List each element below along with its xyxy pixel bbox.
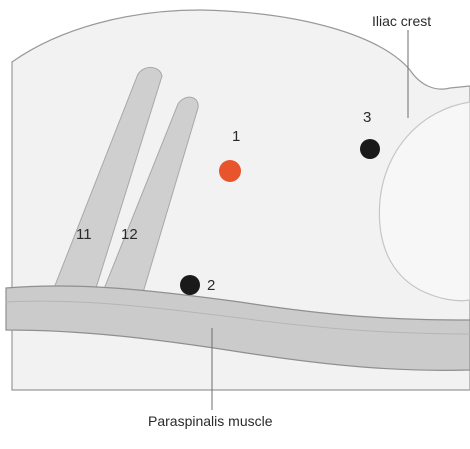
point-1-label: 1 — [232, 129, 240, 144]
point-3-label: 3 — [363, 110, 371, 125]
paraspinalis-label: Paraspinalis muscle — [148, 414, 273, 428]
point-1-marker — [219, 160, 241, 182]
rib-11-label: 11 — [76, 227, 92, 242]
point-2-label: 2 — [207, 278, 215, 293]
iliac-crest-label: Iliac crest — [372, 14, 431, 28]
rib-12-label: 12 — [121, 227, 138, 242]
point-3-marker — [360, 139, 380, 159]
point-2-marker — [180, 275, 200, 295]
